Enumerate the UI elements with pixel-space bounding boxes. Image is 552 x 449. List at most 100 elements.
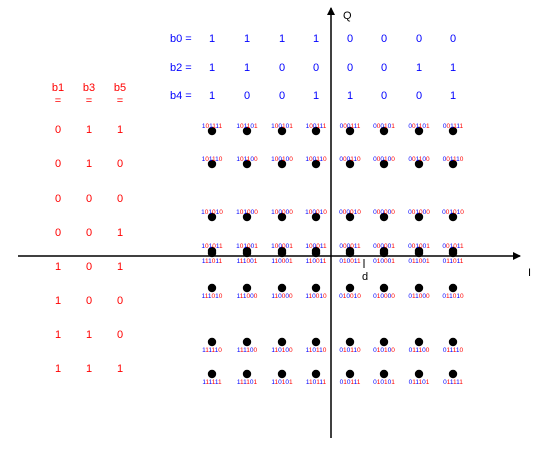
constellation-point: [414, 159, 424, 169]
symbol-code: 101111: [202, 123, 223, 130]
row-bit-value: 1: [86, 158, 92, 170]
constellation-point: [242, 369, 252, 379]
symbol-code: 111100: [237, 347, 258, 354]
constellation-point: [448, 159, 458, 169]
symbol-code: 000110: [339, 156, 361, 163]
constellation-point: [207, 159, 217, 169]
symbol-code: 001100: [408, 156, 430, 163]
column-bit-value: 1: [450, 62, 456, 74]
row-bit-value: 0: [55, 158, 61, 170]
constellation-point: [379, 283, 389, 293]
symbol-code: 001000: [408, 209, 430, 216]
row-bit-value: 1: [55, 261, 61, 273]
symbol-code: 101101: [236, 123, 258, 130]
symbol-code: 100000: [271, 209, 293, 216]
column-bit-value: 1: [244, 62, 250, 74]
symbol-code: 001011: [442, 243, 464, 250]
row-bit-equals: =: [117, 95, 123, 107]
symbol-code: 000111: [340, 123, 361, 130]
symbol-code: 111011: [202, 258, 223, 265]
symbol-code: 101011: [201, 243, 223, 250]
symbol-code: 010011: [339, 258, 361, 265]
column-bit-value: 0: [279, 62, 285, 74]
symbol-code: 100101: [271, 123, 293, 130]
symbol-code: 111110: [202, 347, 222, 354]
column-bit-value: 1: [244, 33, 250, 45]
symbol-code: 000010: [339, 209, 361, 216]
symbol-code: 010101: [373, 379, 395, 386]
column-bit-value: 1: [209, 62, 215, 74]
row-bit-value: 1: [86, 329, 92, 341]
symbol-code: 110011: [306, 258, 327, 265]
symbol-code: 100100: [271, 156, 293, 163]
constellation-point: [379, 212, 389, 222]
symbol-code: 110101: [271, 379, 293, 386]
symbol-code: 110111: [306, 379, 327, 386]
row-bit-value: 1: [55, 363, 61, 375]
symbol-code: 100001: [271, 243, 293, 250]
symbol-code: 111101: [237, 379, 258, 386]
constellation-point: [207, 337, 217, 347]
symbol-code: 010110: [339, 347, 361, 354]
symbol-code: 011101: [409, 379, 430, 386]
constellation-point: [345, 369, 355, 379]
constellation-point: [311, 212, 321, 222]
constellation-point: [345, 159, 355, 169]
constellation-point: [345, 126, 355, 136]
constellation-point: [242, 248, 252, 258]
constellation-point: [345, 212, 355, 222]
column-bit-value: 0: [381, 62, 387, 74]
symbol-code: 101010: [201, 209, 223, 216]
constellation-point: [207, 283, 217, 293]
symbol-code: 100010: [305, 209, 327, 216]
row-bit-value: 0: [117, 193, 123, 205]
symbol-code: 001110: [443, 156, 464, 163]
row-bit-equals: =: [86, 95, 92, 107]
row-bit-value: 0: [117, 295, 123, 307]
column-bit-value: 0: [381, 90, 387, 102]
constellation-point: [242, 337, 252, 347]
row-bit-header: b3: [83, 82, 95, 94]
constellation-point: [448, 369, 458, 379]
constellation-point: [311, 248, 321, 258]
row-bit-value: 0: [86, 261, 92, 273]
constellation-point: [448, 248, 458, 258]
row-bit-value: 1: [117, 261, 123, 273]
symbol-code: 000001: [373, 243, 395, 250]
symbol-code: 111001: [237, 258, 258, 265]
column-bit-value: 1: [209, 33, 215, 45]
row-bit-header: b5: [114, 82, 126, 94]
symbol-code: 110110: [306, 347, 327, 354]
symbol-code: 101110: [202, 156, 223, 163]
constellation-point: [379, 126, 389, 136]
column-bit-value: 0: [381, 33, 387, 45]
symbol-code: 111111: [202, 379, 222, 386]
row-bit-value: 1: [117, 363, 123, 375]
symbol-code: 001101: [408, 123, 430, 130]
column-bit-value: 1: [209, 90, 215, 102]
row-bit-value: 1: [86, 124, 92, 136]
constellation-point: [311, 369, 321, 379]
column-bit-value: 0: [450, 33, 456, 45]
constellation-point: [311, 337, 321, 347]
row-bit-value: 1: [117, 227, 123, 239]
column-bit-value: 0: [313, 62, 319, 74]
constellation-point: [277, 283, 287, 293]
symbol-code: 010111: [340, 379, 361, 386]
symbol-code: 110010: [305, 293, 327, 300]
symbol-code: 000000: [373, 209, 395, 216]
symbol-code: 011001: [408, 258, 430, 265]
column-bit-value: 1: [416, 62, 422, 74]
constellation-point: [345, 248, 355, 258]
constellation-point: [207, 126, 217, 136]
symbol-code: 101000: [236, 209, 258, 216]
row-bit-value: 1: [55, 295, 61, 307]
constellation-point: [277, 126, 287, 136]
i-axis-label: I: [528, 267, 531, 279]
q-axis-label: Q: [343, 10, 352, 22]
row-bit-value: 0: [55, 227, 61, 239]
